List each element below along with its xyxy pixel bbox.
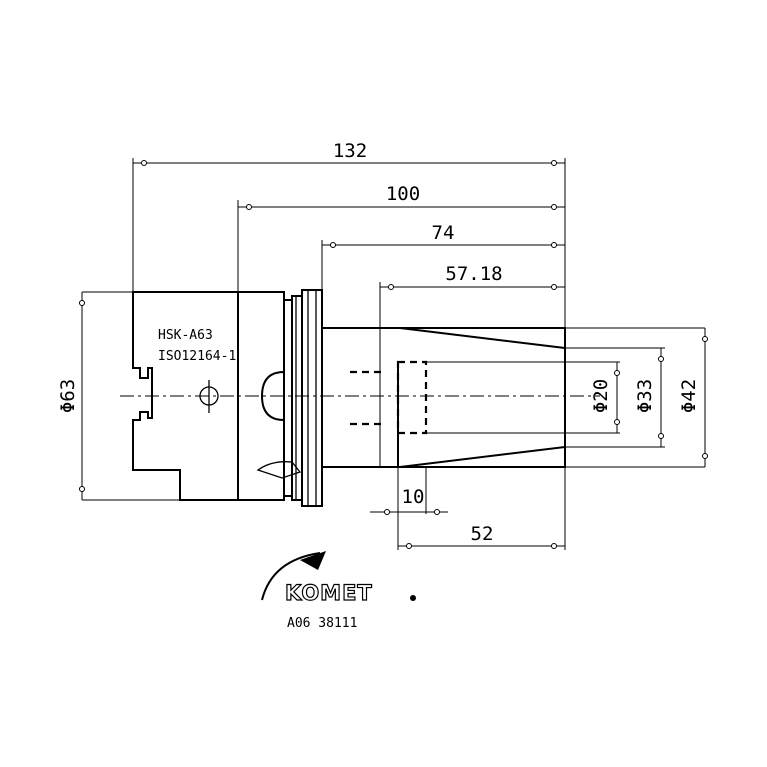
dim-length-52: 52: [471, 523, 494, 545]
dim-length-overall: 132: [333, 140, 367, 162]
holder-body: [120, 289, 600, 507]
dim-length-10: 10: [402, 486, 425, 508]
komet-logo: KOMET: [261, 551, 416, 606]
extension-lines: [82, 158, 705, 550]
dim-dia-42: Φ42: [678, 379, 700, 413]
interface-label: HSK-A63: [158, 328, 213, 343]
dimension-lines: [79, 160, 708, 549]
brand-name: KOMET: [285, 581, 373, 605]
dim-length-74: 74: [432, 222, 455, 244]
dim-dia-33: Φ33: [634, 379, 656, 413]
dim-dia-flange: Φ63: [57, 379, 79, 413]
part-number: A06 38111: [287, 616, 357, 631]
dim-length-57: 57.18: [445, 263, 502, 285]
dim-dia-bore: Φ20: [590, 379, 612, 413]
standard-label: ISO12164-1: [158, 349, 236, 364]
dim-length-100: 100: [386, 183, 420, 205]
